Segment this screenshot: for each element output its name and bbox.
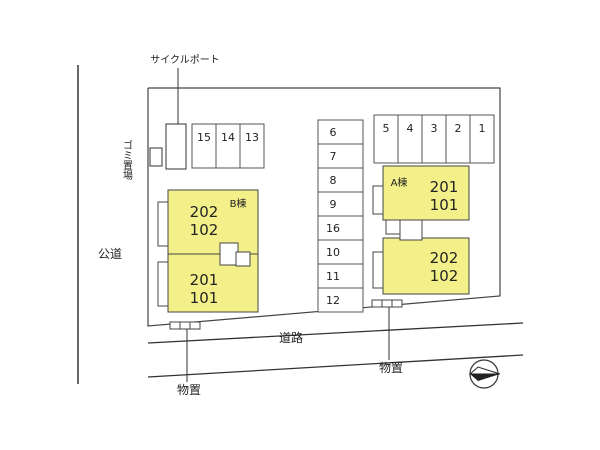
parking-number: 11 — [326, 270, 340, 283]
site-boundary — [147, 87, 501, 327]
building-a-lower-unit — [382, 237, 470, 295]
storage-right — [371, 299, 403, 360]
parking-space — [373, 114, 399, 164]
balcony — [372, 251, 384, 289]
parking-space — [317, 191, 364, 217]
storage-label-right: 物置 — [379, 361, 403, 375]
parking-top-left: 15 14 13 — [191, 123, 265, 169]
unit-number: 102 — [430, 267, 459, 285]
garbage-label: ゴミ置場 — [121, 139, 133, 181]
storage-label-left: 物置 — [177, 383, 201, 397]
cycle-port — [165, 123, 187, 170]
unit-number: 202 — [430, 249, 459, 267]
parking-space — [317, 215, 364, 241]
stair-block — [219, 242, 239, 266]
cycle-port-label: サイクルポート — [150, 54, 220, 66]
parking-number: 10 — [326, 246, 340, 259]
building-a-upper-unit — [382, 165, 470, 221]
parking-number: 4 — [407, 122, 414, 135]
balcony — [372, 185, 384, 215]
parking-space — [317, 239, 364, 265]
parking-space — [317, 263, 364, 289]
parking-number: 9 — [330, 198, 337, 211]
storage-unit — [169, 321, 181, 330]
building-a-name: A棟 — [391, 176, 408, 189]
unit-number: 201 — [190, 271, 219, 289]
parking-space — [421, 114, 447, 164]
road-label: 道路 — [279, 330, 303, 345]
road-line-lower — [147, 354, 524, 378]
parking-space — [317, 119, 364, 145]
parking-number: 12 — [326, 294, 340, 307]
unit-number: 101 — [430, 196, 459, 214]
parking-number: 2 — [455, 122, 462, 135]
road-line-upper — [147, 322, 524, 344]
balcony — [157, 201, 169, 247]
parking-number: 8 — [330, 174, 337, 187]
parking-number: 16 — [326, 222, 340, 235]
storage-unit — [371, 299, 383, 308]
stair-block — [385, 219, 401, 235]
building-b: B棟 202 102 201 101 — [157, 189, 259, 313]
parking-space — [397, 114, 423, 164]
storage-unit — [381, 299, 393, 308]
storage-unit — [179, 321, 191, 330]
parking-space — [317, 143, 364, 169]
parking-space — [317, 167, 364, 193]
stair-block — [399, 219, 423, 241]
parking-space — [215, 123, 241, 169]
balcony — [157, 261, 169, 307]
parking-number: 7 — [330, 150, 337, 163]
parking-space — [191, 123, 217, 169]
building-b-upper-unit — [167, 189, 259, 255]
storage-unit — [391, 299, 403, 308]
parking-number: 14 — [221, 131, 235, 144]
parking-number: 5 — [383, 122, 390, 135]
public-road-label: 公道 — [98, 247, 122, 261]
north-arrow-icon — [468, 359, 501, 389]
parking-number: 15 — [197, 131, 211, 144]
parking-number: 3 — [431, 122, 438, 135]
storage-left — [169, 321, 201, 382]
unit-number: 101 — [190, 289, 219, 307]
parking-number: 1 — [479, 122, 486, 135]
unit-number: 201 — [430, 178, 459, 196]
unit-number: 202 — [190, 203, 219, 221]
parking-number: 13 — [245, 131, 259, 144]
unit-number: 102 — [190, 221, 219, 239]
building-a: A棟 201 101 202 102 — [372, 165, 470, 295]
storage-unit — [189, 321, 201, 330]
building-b-name: B棟 — [230, 197, 247, 210]
parking-space — [317, 287, 364, 313]
stair-block — [235, 251, 251, 267]
parking-space — [469, 114, 495, 164]
parking-top-right: 5 4 3 2 1 — [373, 114, 495, 164]
parking-number: 6 — [330, 126, 337, 139]
garbage-area — [149, 147, 163, 167]
parking-middle: 6 7 8 9 16 10 11 12 — [317, 119, 364, 313]
parking-space — [239, 123, 265, 169]
